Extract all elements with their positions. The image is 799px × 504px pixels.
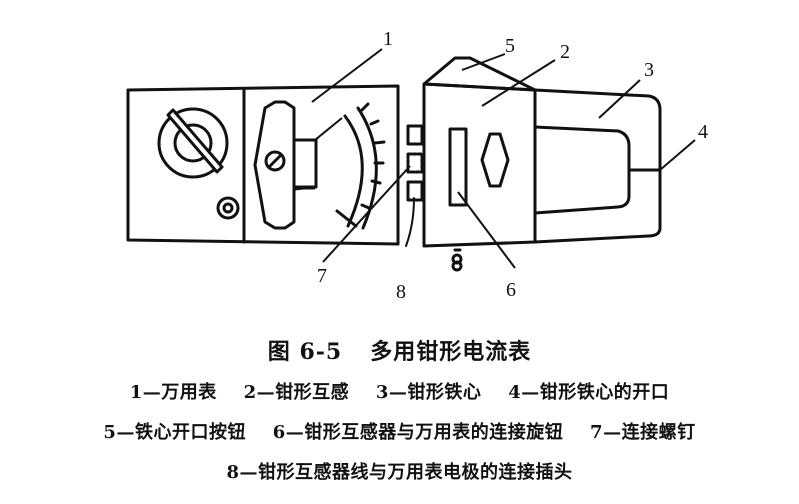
legend-item-3: 3—钳形铁心 <box>375 382 482 403</box>
legend-line-3: 8—钳形互感器线与万用表电极的连接插头 <box>0 458 799 484</box>
callout-1: 1 <box>383 28 393 50</box>
callout-8: 8 <box>396 281 406 303</box>
figure-caption: 图 6-5 多用钳形电流表 <box>0 334 799 366</box>
callout-numbers: 1 2 3 4 5 6 7 8 <box>317 28 708 303</box>
leader-3 <box>598 79 641 119</box>
clamp-meter-diagram: 1 2 3 4 5 6 7 8 <box>126 28 708 303</box>
legend-item-4: 4—钳形铁心的开口 <box>508 382 670 403</box>
callout-6: 6 <box>506 279 516 301</box>
legend-item-8: 8—钳形互感器线与万用表电极的连接插头 <box>226 462 573 483</box>
legend-item-2: 2—钳形互感 <box>243 382 350 403</box>
leader-5 <box>461 53 506 71</box>
legend-item-7: 7—连接螺钉 <box>590 422 696 443</box>
selector-dial-icon <box>157 107 229 179</box>
leader-1 <box>311 48 383 103</box>
legend-line-2: 5—铁心开口按钮 6—钳形互感器与万用表的连接旋钮 7—连接螺钉 <box>0 418 799 444</box>
clamp-iron-core <box>533 88 662 244</box>
figure-title: 多用钳形电流表 <box>370 339 532 365</box>
callout-2: 2 <box>560 41 570 63</box>
clamp-transformer <box>422 56 537 272</box>
legend-item-5: 5—铁心开口按钮 <box>103 422 246 443</box>
callout-4: 4 <box>698 121 708 143</box>
multimeter-body <box>126 84 400 246</box>
leader-7 <box>322 165 411 263</box>
callout-5: 5 <box>505 35 515 57</box>
callout-7: 7 <box>317 265 327 287</box>
connection-knob-icon <box>480 132 510 188</box>
legend-item-6: 6—钳形互感器与万用表的连接旋钮 <box>272 422 564 443</box>
legend-line-1: 1—万用表 2—钳形互感 3—钳形铁心 4—钳形铁心的开口 <box>0 378 799 404</box>
connector-tabs <box>396 98 424 247</box>
adjust-knob-icon <box>253 100 318 230</box>
leader-6 <box>457 191 516 269</box>
meter-scale-icon <box>335 102 386 230</box>
callout-3: 3 <box>644 59 654 81</box>
figure-number: 图 6-5 <box>267 339 343 365</box>
terminal-screw-icon <box>216 196 240 220</box>
jaw-open-button <box>422 56 537 92</box>
leader-4 <box>659 139 696 171</box>
leader-2 <box>481 59 556 107</box>
legend-item-1: 1—万用表 <box>129 382 217 403</box>
